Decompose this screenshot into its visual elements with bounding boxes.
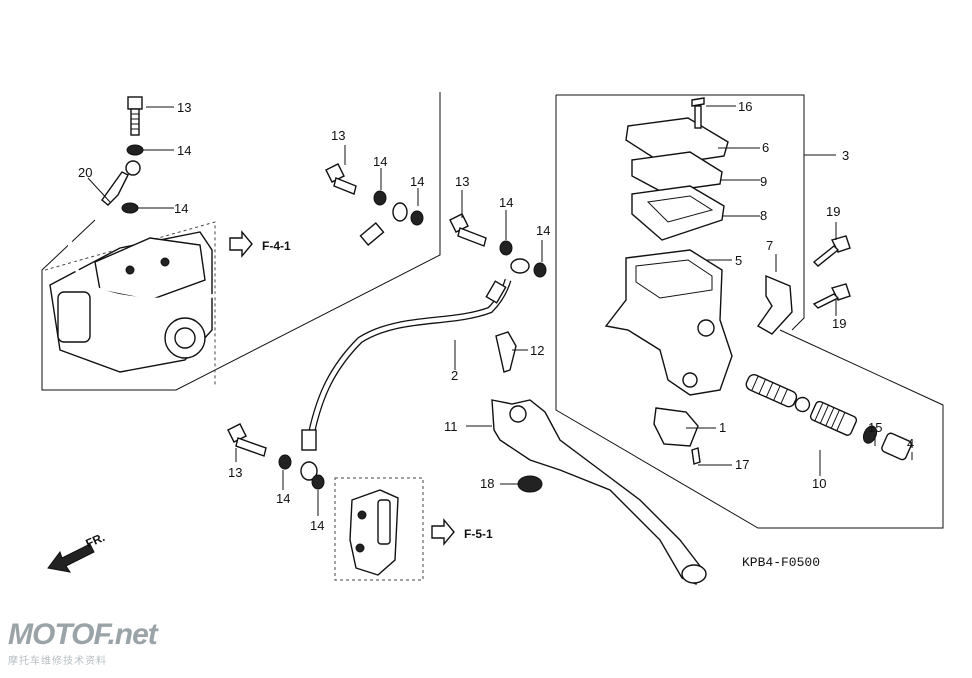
holder <box>756 274 793 335</box>
callout-11: 11 <box>444 419 458 434</box>
ref-top-label: F-4-1 <box>262 239 291 253</box>
brake-hose-2 <box>278 258 547 490</box>
front-label: FR. <box>84 530 107 551</box>
callouts: 20 13 14 14 13 14 14 13 14 14 2 12 11 18… <box>78 99 914 533</box>
callout-19: 19 <box>826 204 840 219</box>
callout-14: 14 <box>373 154 387 169</box>
callout-12: 12 <box>530 343 544 358</box>
ref-arrow-bottom: F-5-1 <box>431 518 493 546</box>
callout-10: 10 <box>812 476 826 491</box>
callout-14: 14 <box>174 201 188 216</box>
callout-4: 4 <box>907 436 914 451</box>
callout-13: 13 <box>331 128 345 143</box>
watermark: MOTOF.net 摩托车维修技术资料 <box>8 618 178 667</box>
master-cylinder-panel <box>517 94 944 529</box>
callout-14: 14 <box>310 518 324 533</box>
callout-14: 14 <box>536 223 550 238</box>
callout-2: 2 <box>451 368 458 383</box>
callout-13: 13 <box>177 100 191 115</box>
brake-caliper <box>349 489 399 576</box>
callout-16: 16 <box>738 99 752 114</box>
diagram-code: KPB4-F0500 <box>742 555 820 570</box>
callout-8: 8 <box>760 208 767 223</box>
callout-14: 14 <box>410 174 424 189</box>
ref-bottom-label: F-5-1 <box>464 527 493 541</box>
callout-14: 14 <box>177 143 191 158</box>
caliper-ref-panel <box>334 477 424 581</box>
watermark-subtitle: 摩托车维修技术资料 <box>8 656 107 667</box>
callout-17: 17 <box>735 457 749 472</box>
upper-left-panel <box>41 92 441 391</box>
watermark-brand: MOTOF.net <box>8 618 158 651</box>
callout-15: 15 <box>868 420 882 435</box>
callout-1: 1 <box>719 420 726 435</box>
leader-lines <box>87 105 913 516</box>
master-cylinder-body <box>604 249 733 396</box>
bolts <box>227 213 517 457</box>
callout-9: 9 <box>760 174 767 189</box>
callout-5: 5 <box>735 253 742 268</box>
callout-20: 20 <box>78 165 92 180</box>
callout-13: 13 <box>455 174 469 189</box>
callout-14: 14 <box>499 195 513 210</box>
callout-19: 19 <box>832 316 846 331</box>
callout-3: 3 <box>842 148 849 163</box>
callout-6: 6 <box>762 140 769 155</box>
callout-13: 13 <box>228 465 242 480</box>
callout-14: 14 <box>276 491 290 506</box>
callout-18: 18 <box>480 476 494 491</box>
ref-arrow-top: F-4-1 <box>229 230 291 258</box>
front-arrow: FR. <box>47 530 107 573</box>
callout-7: 7 <box>766 238 773 253</box>
reservoir-cap <box>625 117 729 166</box>
